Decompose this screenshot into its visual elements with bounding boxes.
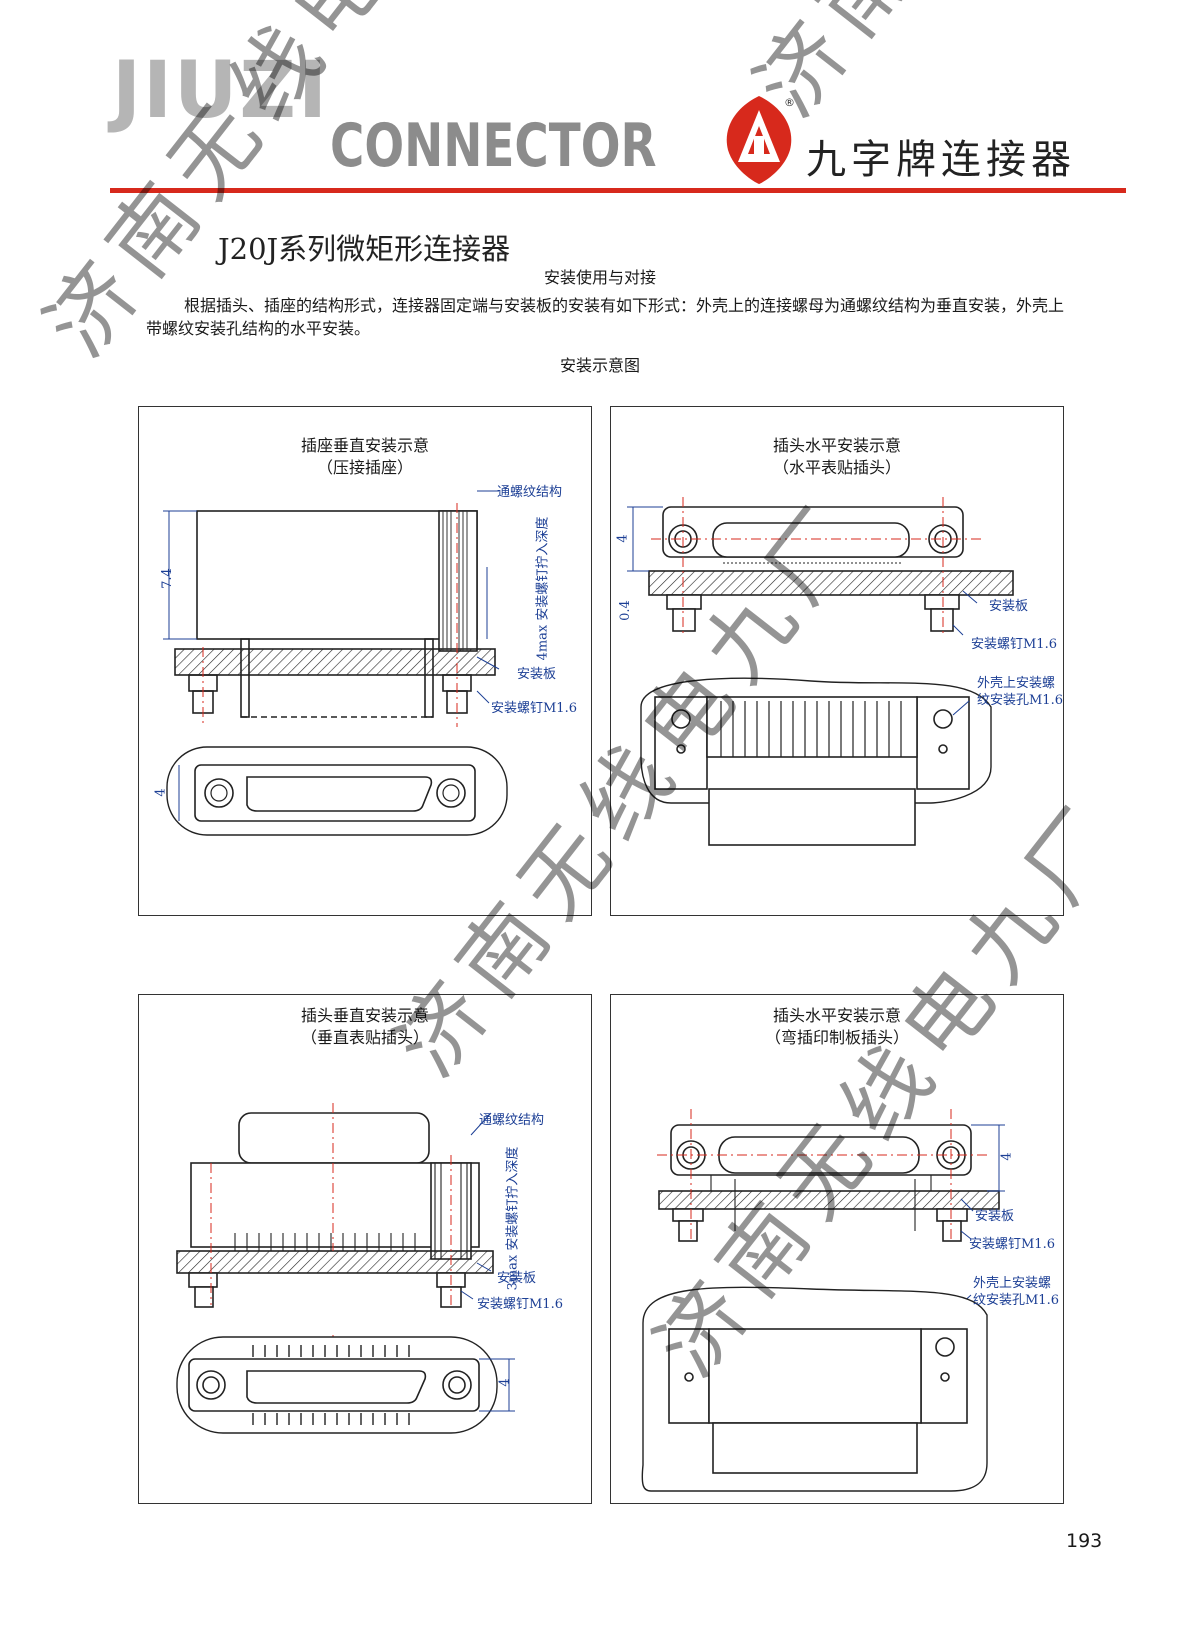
brand-chinese-name: 九字牌连接器	[806, 137, 1076, 183]
dim-gap-label: 0.4	[617, 600, 633, 621]
plug-horizontal-smt-drawing	[627, 497, 1014, 846]
panel-subtitle: （垂直表贴插头）	[300, 1028, 429, 1047]
panel-title: 插头水平安装示意	[772, 1006, 901, 1025]
socket-vertical-drawing	[163, 490, 508, 836]
dim-height-label: 7.4	[159, 568, 175, 589]
panel-title: 插座垂直安装示意	[300, 436, 429, 455]
panel-plug-horizontal-smt: 插头水平安装示意 （水平表贴插头）	[610, 406, 1064, 916]
panel-title: 插头水平安装示意	[772, 436, 901, 455]
intro-paragraph: 根据插头、插座的结构形式，连接器固定端与安装板的安装有如下形式：外壳上的连接螺母…	[146, 296, 1065, 338]
panel-socket-vertical: 插座垂直安装示意 （压接插座）	[138, 406, 592, 916]
series-title: J20J系列微矩形连接器	[218, 232, 511, 266]
mounting-board-label: 安装板	[975, 1209, 1015, 1224]
panel-subtitle: （压接插座）	[316, 458, 413, 477]
mounting-board-label: 安装板	[517, 667, 557, 682]
panel-subtitle: （弯插印制板插头）	[764, 1028, 909, 1047]
thread-structure-label: 通螺纹结构	[497, 485, 563, 500]
section-title: 安装使用与对接	[543, 268, 656, 287]
mounting-screw-label: 安装螺钉M1.6	[969, 1237, 1055, 1252]
panel-plug-vertical-smt: 插头垂直安装示意 （垂直表贴插头）	[138, 994, 592, 1504]
mounting-hole-label: 外壳上安装螺纹安装孔M1.6	[977, 676, 1063, 708]
panel-plug-horizontal-pcb: 插头水平安装示意 （弯插印制板插头）	[610, 994, 1064, 1504]
panel-subtitle: （水平表贴插头）	[772, 458, 901, 477]
dim-top-label: 4	[615, 534, 631, 543]
thread-structure-label: 通螺纹结构	[479, 1113, 545, 1128]
mounting-hole-label: 外壳上安装螺纹安装孔M1.6	[973, 1276, 1059, 1308]
jiuzi-triangle-logo-icon: ®	[726, 96, 795, 184]
dim-width-label: 4	[497, 1378, 513, 1387]
dim-width-label: 4	[153, 788, 169, 797]
brand-subword: CONNECTOR	[330, 111, 657, 181]
header-rule	[110, 188, 1126, 193]
plug-vertical-smt-drawing	[176, 1103, 515, 1435]
page-number: 193	[1066, 1530, 1103, 1552]
mounting-screw-label: 安装螺钉M1.6	[491, 701, 577, 716]
registered-mark: ®	[784, 96, 795, 109]
diagram-caption: 安装示意图	[559, 356, 640, 375]
screw-depth-label: 4max 安装螺钉拧入深度	[535, 516, 551, 661]
mounting-board-label: 安装板	[989, 599, 1029, 614]
panel-title: 插头垂直安装示意	[300, 1006, 429, 1025]
mounting-screw-label: 安装螺钉M1.6	[477, 1297, 563, 1312]
mounting-screw-label: 安装螺钉M1.6	[971, 637, 1057, 652]
plug-horizontal-pcb-drawing	[641, 1109, 1005, 1492]
brand-word: JIUZI	[112, 46, 329, 136]
mounting-board-label: 安装板	[497, 1271, 537, 1286]
dim-top-label: 4	[999, 1152, 1015, 1161]
